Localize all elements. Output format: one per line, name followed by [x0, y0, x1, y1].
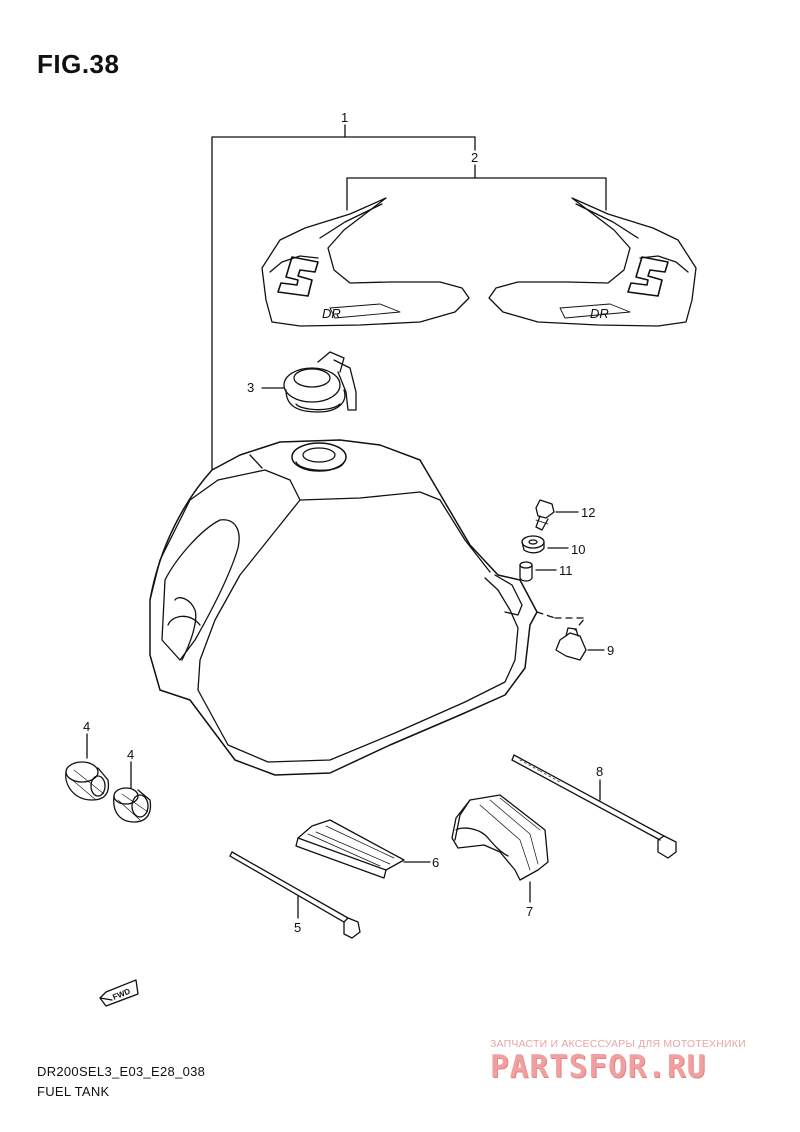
callout-12: 12 [581, 505, 595, 520]
callout-2: 2 [471, 150, 478, 165]
callout-5: 5 [294, 920, 301, 935]
left-emblem-model-text: DR [322, 306, 341, 321]
right-tank-emblem [488, 197, 697, 327]
model-code: DR200SEL3_E03_E28_038 [37, 1064, 206, 1079]
figure-title: FIG.38 [37, 49, 120, 79]
callout-8: 8 [596, 764, 603, 779]
callout-9: 9 [607, 643, 614, 658]
callout-3: 3 [247, 380, 254, 395]
right-emblem-model-text: DR [590, 306, 609, 321]
emblem-letter-mark-right [627, 256, 669, 297]
part-name: FUEL TANK [37, 1084, 110, 1099]
emblem-letter-mark [277, 256, 319, 297]
mounting-bolt [535, 499, 555, 531]
callout-4-right: 4 [127, 747, 134, 762]
grommet-right [113, 787, 152, 823]
collar [519, 561, 533, 582]
tank-cushion [555, 627, 587, 661]
washer [521, 535, 545, 554]
forward-direction-arrow [99, 979, 139, 1007]
bracket-1 [211, 124, 476, 471]
callout-4-left: 4 [83, 719, 90, 734]
cable-tie-lower [229, 851, 361, 939]
callout-6: 6 [432, 855, 439, 870]
fuel-tank-body [149, 439, 586, 776]
rubber-pad [295, 819, 405, 879]
callout-7: 7 [526, 904, 533, 919]
left-tank-emblem [261, 197, 470, 327]
bracket-2 [346, 164, 607, 211]
cable-tie-upper [511, 754, 677, 859]
grommet-left [65, 761, 110, 801]
callout-11: 11 [559, 563, 573, 578]
callout-10: 10 [571, 542, 585, 557]
watermark-tagline: ЗАПЧАСТИ И АКСЕССУАРЫ ДЛЯ МОТОТЕХНИКИ [490, 1038, 746, 1050]
fuel-cap-with-key [283, 351, 357, 413]
watermark-logo: PARTSFOR.RU [490, 1049, 707, 1085]
rubber-cover [451, 794, 549, 881]
callout-1: 1 [341, 110, 348, 125]
